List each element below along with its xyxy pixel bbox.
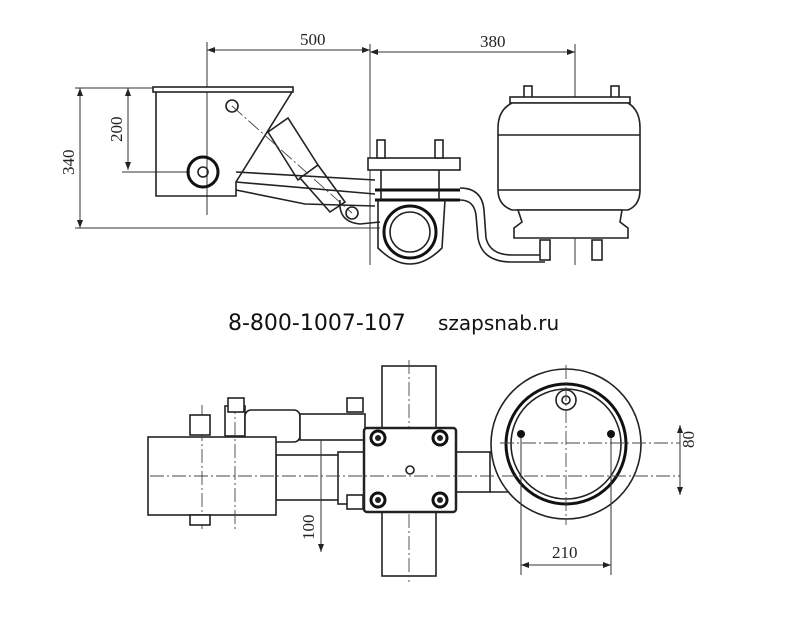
axle-clamp bbox=[367, 139, 461, 265]
dimension-lines-top bbox=[318, 425, 683, 575]
dimension-500: 500 bbox=[300, 30, 326, 49]
phone-number: 8-800-1007-107 bbox=[228, 311, 406, 336]
dimension-210: 210 bbox=[552, 543, 578, 562]
dimension-200: 200 bbox=[107, 117, 126, 143]
dimension-340: 340 bbox=[59, 150, 78, 176]
dimension-100: 100 bbox=[299, 515, 318, 541]
nut-icon bbox=[369, 491, 387, 509]
dimension-80: 80 bbox=[679, 431, 698, 448]
nut-icon bbox=[431, 429, 449, 447]
bolts-top bbox=[189, 397, 364, 526]
clamp-plate bbox=[362, 426, 458, 514]
spring-arm bbox=[459, 187, 545, 263]
nut-icon bbox=[369, 429, 387, 447]
nut-icon bbox=[431, 491, 449, 509]
pivot-bushing bbox=[186, 155, 220, 189]
website: szapsnab.ru bbox=[438, 311, 559, 335]
side-view: 500 380 340 200 bbox=[59, 30, 641, 265]
dimension-380: 380 bbox=[480, 32, 506, 51]
shock-absorber-top bbox=[224, 405, 366, 443]
hanger-bracket bbox=[152, 86, 294, 197]
contact-info: 8-800-1007-107 szapsnab.ru bbox=[228, 311, 559, 336]
top-view: 80 210 100 bbox=[147, 360, 698, 582]
pipe-connector bbox=[454, 451, 510, 493]
trailing-arm bbox=[235, 171, 376, 207]
air-spring-top bbox=[490, 365, 642, 525]
air-spring bbox=[497, 85, 641, 261]
